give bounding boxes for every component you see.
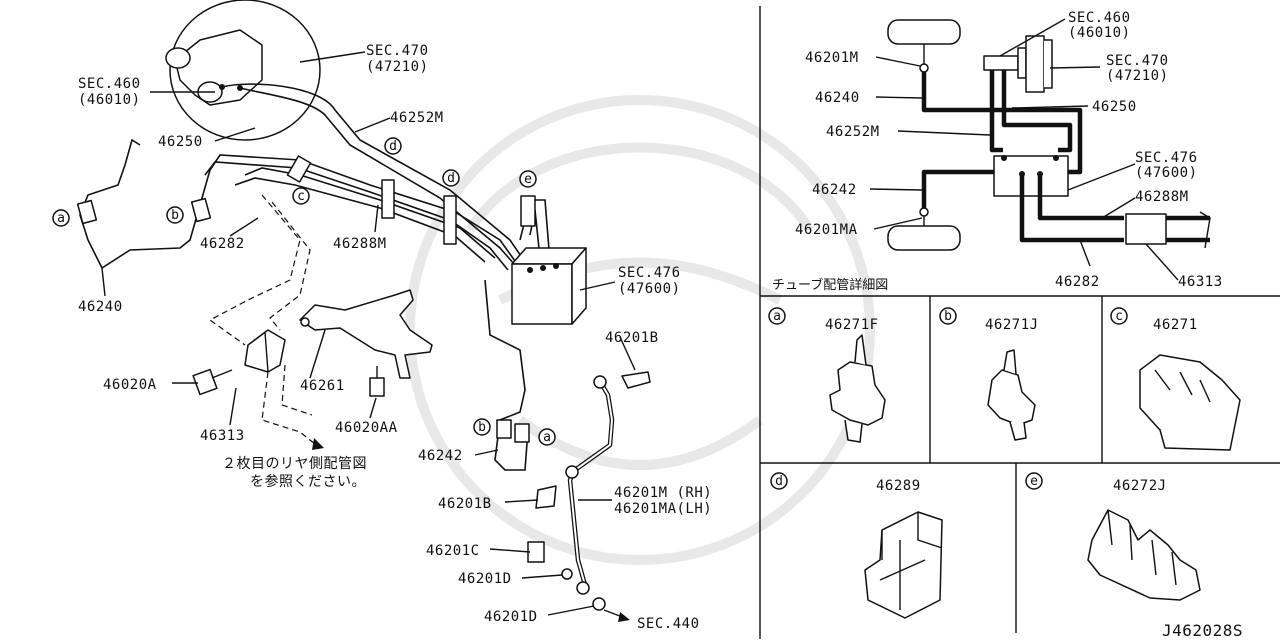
label-46313: 46313 [200,428,245,444]
label-46201b-bottom: 46201B [438,496,492,512]
clip-panel-b: b 46271J [939,307,1039,441]
note-rear-line-1: ２枚目のリヤ側配管図 [222,456,367,472]
label-sec470: SEC.470 [366,43,429,59]
clip-callout-a2: a [543,430,551,445]
clip-panel-e-part: 46272J [1113,478,1167,494]
panel-frames [759,6,1280,639]
label-46242: 46242 [418,448,463,464]
clip-panel-a: a 46271F [768,307,886,443]
clip-panel-c-letter: c [1115,309,1123,324]
clip-panel-d-letter: d [775,474,783,489]
label-sec460-code: (46010) [78,92,141,108]
brake-tubes [79,83,551,471]
detail-label-46252m: 46252M [826,124,880,140]
label-sec476-code: (47600) [618,281,681,297]
label-sec440: SEC.440 [637,616,700,632]
label-46252m: 46252M [390,110,444,126]
clip-callout-d2: d [447,171,455,186]
clip-markers [76,155,536,443]
label-46201m-rh: 46201M (RH) [614,485,712,501]
clip-panel-e-letter: e [1030,474,1038,489]
clip-callout-c: c [297,189,305,204]
label-46261: 46261 [300,378,345,394]
label-46250: 46250 [158,134,203,150]
detail-label-sec470: SEC.470 [1106,53,1169,69]
clip-panel-c: c 46271 [1110,307,1241,451]
connector-46313 [244,329,286,373]
diagram-id: J462028S [1162,621,1243,639]
clip-callout-d1: d [389,139,397,154]
tube-detail-diagram: SEC.460 (46010) SEC.470 (47210) 46201M 4… [772,10,1223,293]
label-46240: 46240 [78,299,123,315]
rear-tire-icon [887,225,961,251]
label-46020aa: 46020AA [335,420,398,436]
clip-panel-a-part: 46271F [825,317,879,333]
clip-panel-c-part: 46271 [1153,317,1198,333]
note-rear-line-2: を参照ください。 [250,473,366,490]
clip-callout-b2: b [478,420,486,435]
label-sec470-code: (47210) [366,59,429,75]
detail-label-46282: 46282 [1055,274,1100,290]
detail-label-sec470-code: (47210) [1106,68,1169,84]
label-46282: 46282 [200,236,245,252]
clip-panel-d: d 46289 [770,472,943,619]
detail-label-sec460-code: (46010) [1068,25,1131,41]
label-sec460: SEC.460 [78,76,141,92]
label-46020a: 46020A [103,377,157,393]
detail-label-sec476: SEC.476 [1135,150,1198,166]
clip-callout-b: b [171,208,179,223]
detail-label-46242: 46242 [812,182,857,198]
clip-callout-a: a [57,211,65,226]
dashed-routes [208,194,321,449]
abs-actuator [511,247,587,325]
master-cylinder-booster [165,0,321,141]
detail-label-46313: 46313 [1178,274,1223,290]
detail-label-46201m: 46201M [805,50,859,66]
detail-label-sec460: SEC.460 [1068,10,1131,26]
detail-label-sec476-code: (47600) [1135,165,1198,181]
detail-label-46288m: 46288M [1135,189,1189,205]
bracket-46261 [299,289,433,379]
front-tire-icon [887,19,961,45]
label-46201d-2: 46201D [484,609,538,625]
clip-callouts: a b c d d e b a [52,137,556,446]
detail-label-46201ma: 46201MA [795,222,858,238]
label-46201b-top: 46201B [605,330,659,346]
clip-callout-e: e [524,172,532,187]
label-46201ma-lh: 46201MA(LH) [614,501,712,517]
detail-label-46250: 46250 [1092,99,1137,115]
detail-label-46240: 46240 [815,90,860,106]
clip-panel-d-part: 46289 [876,478,921,494]
detail-caption: チューブ配管詳細図 [772,277,888,293]
label-46201d-1: 46201D [458,571,512,587]
main-labels: SEC.470 (47210) SEC.460 (46010) 46250 46… [78,43,712,632]
clip-panel-e: e 46272J [1025,472,1201,601]
leader-lines [101,51,636,622]
clip-panel-b-letter: b [944,309,952,324]
clip-panel-b-part: 46271J [985,317,1039,333]
label-46288m: 46288M [333,236,387,252]
clip-panel-a-letter: a [773,309,781,324]
label-46201c: 46201C [426,543,480,559]
brake-hose [527,371,651,611]
label-sec476: SEC.476 [618,265,681,281]
bolts [192,366,385,397]
